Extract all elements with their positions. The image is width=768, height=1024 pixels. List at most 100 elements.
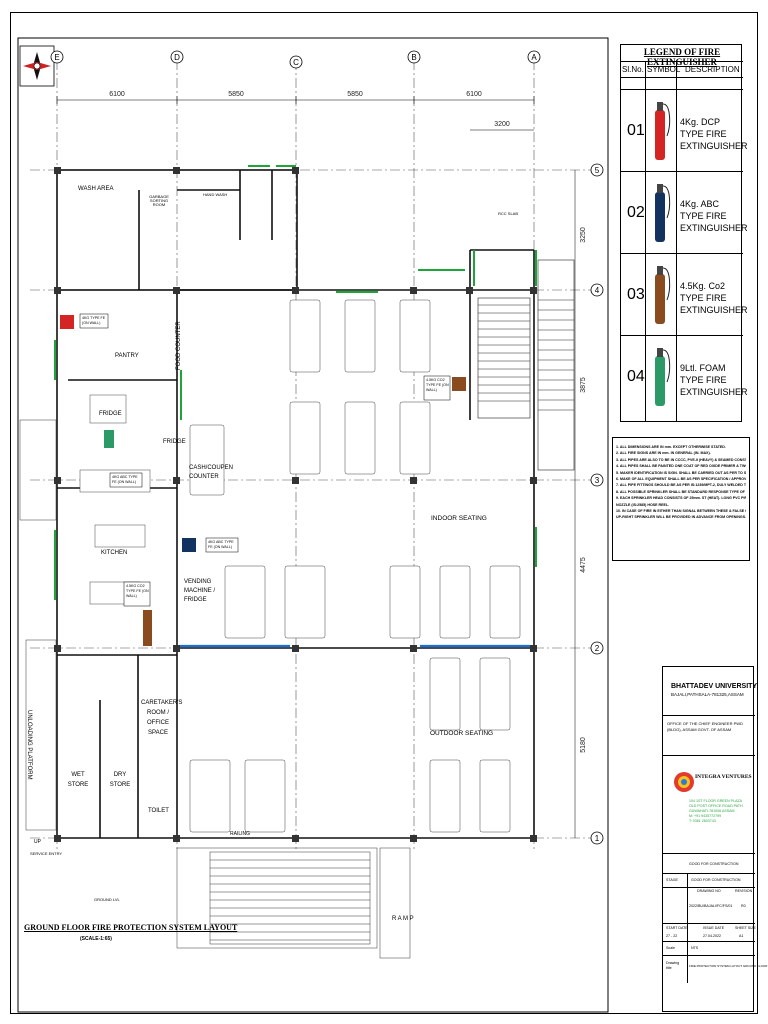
note-line: UP-RIGHT SPRINKLER WILL BE PROVIDED IN A… bbox=[616, 515, 746, 520]
legend-title: LEGEND OF FIRE EXTINGUISHER bbox=[643, 47, 721, 67]
plan-extinguishers bbox=[60, 315, 466, 646]
revision-label: REVISION bbox=[735, 889, 753, 893]
dim-text: 4475 bbox=[580, 557, 587, 573]
grid-label: 5 bbox=[595, 166, 600, 175]
firm-address-line: T: 0361 2603743 bbox=[689, 819, 716, 823]
client-name: BHATTADEV UNIVERSITY bbox=[671, 683, 758, 690]
grid-label: E bbox=[54, 53, 59, 62]
note-line: 2. ALL FIRE SIGNS ARE IN mm. IN GENERAL … bbox=[616, 451, 711, 456]
drawing-sheet-border bbox=[10, 12, 758, 1014]
note-line: 4. ALL PIPES SHALL BE PAINTED ONE COAT O… bbox=[616, 464, 746, 469]
windows bbox=[54, 165, 537, 600]
room-label-pantry: PANTRY bbox=[115, 353, 139, 359]
legend-row: 01 4Kg. DCP TYPE FIRE EXTINGUISHER bbox=[621, 89, 748, 171]
general-notes: 1. ALL DIMENSIONS ARE IN mm. EXCEPT OTHE… bbox=[612, 437, 750, 561]
firm-address-line: M: +91 9435772799 bbox=[689, 814, 722, 818]
fire-extinguisher-icon bbox=[104, 430, 114, 448]
grid-label: 1 bbox=[595, 834, 600, 843]
firm-name: INTEGRA VENTURES bbox=[695, 774, 752, 780]
room-label-unloading: UNLOADING PLATFORM bbox=[26, 710, 32, 780]
room-label-service-entry: SERVICE ENTRY bbox=[30, 851, 63, 856]
legend-item-description: 4Kg. ABC TYPE FIRE EXTINGUISHER bbox=[680, 199, 748, 233]
note-line: 10. IN CASE OF FIRE IN EITHER THAN SIGNA… bbox=[616, 509, 746, 514]
drawing-scale-note: (SCALE-1:65) bbox=[80, 936, 112, 942]
room-label-kitchen: KITCHEN bbox=[101, 550, 128, 556]
staircase bbox=[477, 259, 575, 471]
drawing-title-value: FIRE PROTECTION SYSTEM LAYOUT GROUND FLO… bbox=[689, 964, 768, 968]
co2-extinguisher-icon bbox=[655, 266, 671, 324]
room-label-vending: VENDING MACHINE / FRIDGE bbox=[184, 579, 216, 603]
dimension-texts: 6100 5850 5850 6100 3200 3250 3875 4475 … bbox=[109, 91, 587, 753]
legend-row: 04 9Ltl. FOAM TYPE FIRE EXTINGUISHER bbox=[621, 335, 748, 417]
room-label-wash-area: WASH AREA bbox=[78, 186, 114, 192]
note-line: 7. ALL PIPE FITTINGS SHOULD BE AS PER IS… bbox=[616, 483, 746, 488]
grid-bubbles bbox=[50, 50, 604, 845]
status-text: GOOD FOR CONSTRUCTION bbox=[689, 862, 739, 866]
issue-date-label: ISSUE DATE bbox=[703, 926, 725, 930]
drawing-no-label: DRAWING NO bbox=[697, 889, 721, 893]
firm-logo-icon bbox=[674, 772, 694, 792]
dim-text: 5180 bbox=[580, 737, 587, 753]
title-block: BHATTADEV UNIVERSITY BAJALI,PATHSALA-781… bbox=[662, 666, 767, 1012]
grid-label: A bbox=[531, 53, 537, 62]
start-date: 27 - 22 bbox=[666, 934, 678, 938]
dim-text: 3250 bbox=[580, 227, 587, 243]
dim-text: 6100 bbox=[109, 91, 125, 98]
firm-address-line: OLD POST OFFICE ROAD PATH bbox=[689, 804, 743, 808]
dim-text: 5850 bbox=[228, 91, 244, 98]
room-label-food-counter: FOOD COUNTER bbox=[176, 321, 182, 370]
room-label-outdoor-seating: OUTDOOR SEATING bbox=[430, 730, 494, 737]
abc-extinguisher-icon bbox=[655, 184, 671, 242]
revision-number: R0 bbox=[741, 904, 746, 908]
start-date-label: START DATE bbox=[666, 926, 688, 930]
room-label-toilet: TOILET bbox=[148, 808, 169, 814]
fire-extinguisher-icon bbox=[452, 377, 466, 391]
extinguisher-tag-pantry: 4KG TYPE FE (ON WALL) bbox=[82, 316, 106, 325]
stage-value: GOOD FOR CONSTRUCTION bbox=[691, 878, 741, 882]
extinguisher-tag-cash-abc: 4KG ABC TYPE FE (ON WALL) bbox=[208, 540, 234, 549]
drawing-title: GROUND FLOOR FIRE PROTECTION SYSTEM LAYO… bbox=[24, 923, 238, 932]
north-arrow-icon bbox=[19, 45, 55, 87]
legend-row: 03 4.5Kg. Co2 TYPE FIRE EXTINGUISHER bbox=[621, 253, 748, 335]
issue-date: 27.04.2022 bbox=[703, 934, 721, 938]
fire-extinguisher-icon bbox=[182, 538, 196, 552]
note-line: 1. ALL DIMENSIONS ARE IN mm. EXCEPT OTHE… bbox=[616, 445, 726, 449]
legend-item-number: 01 bbox=[627, 122, 645, 139]
ramp bbox=[19, 419, 411, 959]
room-label-cash-coupon: CASH/COUPEN COUNTER bbox=[189, 465, 234, 480]
room-label-hand-wash: HAND WASH bbox=[203, 192, 228, 197]
grid-label: 4 bbox=[595, 286, 600, 295]
drawing-number: 2022/BU/BAJALI/FC/FS/01 bbox=[689, 904, 733, 908]
room-label-railing: RAILING bbox=[230, 831, 251, 837]
scale-value: NTS bbox=[691, 946, 699, 950]
grid-label: D bbox=[174, 53, 180, 62]
client-address: BAJALI,PATHSALA-781325,ASSAM bbox=[671, 692, 744, 697]
legend-item-number: 04 bbox=[627, 368, 645, 385]
note-line: NOZZLE (IS:2585) HOSE REEL. bbox=[616, 502, 670, 507]
legend-item-number: 03 bbox=[627, 286, 645, 303]
firm-address-line: GUWAHATI-781006 ASSAM bbox=[689, 809, 735, 813]
plan-frame bbox=[17, 37, 609, 1013]
note-line: 6. MAKE OF ALL EQUIPMENT SHALL BE AS PER… bbox=[616, 477, 746, 482]
extinguisher-tag-stair-co2: 4.5KG CO2 TYPE FE (ON WALL) bbox=[426, 378, 449, 392]
legend-item-description: 4.5Kg. Co2 TYPE FIRE EXTINGUISHER bbox=[680, 281, 748, 315]
legend-header-slno: Sl.No. bbox=[622, 65, 644, 74]
room-label-garbage: GARBAGE SORTING ROOM bbox=[149, 194, 169, 207]
room-label-ramp: R A M P bbox=[392, 916, 414, 922]
room-label-rcc-slab: RCC SLAB bbox=[498, 211, 519, 216]
dim-text: 6100 bbox=[466, 91, 482, 98]
dim-text: 3200 bbox=[494, 121, 510, 128]
firm-address-line: 104 1ST FLOOR GREEN PLAZA bbox=[689, 799, 743, 803]
legend-item-description: 9Ltl. FOAM TYPE FIRE EXTINGUISHER bbox=[680, 363, 748, 397]
grid-bubble-labels: E D C B A 5 4 3 2 1 bbox=[54, 53, 599, 843]
office-name: OFFICE OF THE CHIEF ENGINEER PWD (BLDG),… bbox=[667, 721, 743, 732]
legend-header-description: DESCRIPTION bbox=[685, 65, 740, 74]
fire-extinguisher-icon bbox=[143, 610, 152, 646]
dim-text: 5850 bbox=[347, 91, 363, 98]
room-label-indoor-seating: INDOOR SEATING bbox=[431, 515, 487, 522]
room-label-caretaker: CARETAKER'S ROOM / OFFICE SPACE bbox=[141, 700, 183, 736]
room-label-fridge-b: FRIDGE bbox=[163, 439, 186, 445]
drawing-title-label: Drawing title bbox=[666, 961, 680, 970]
grid-label: C bbox=[293, 58, 299, 67]
